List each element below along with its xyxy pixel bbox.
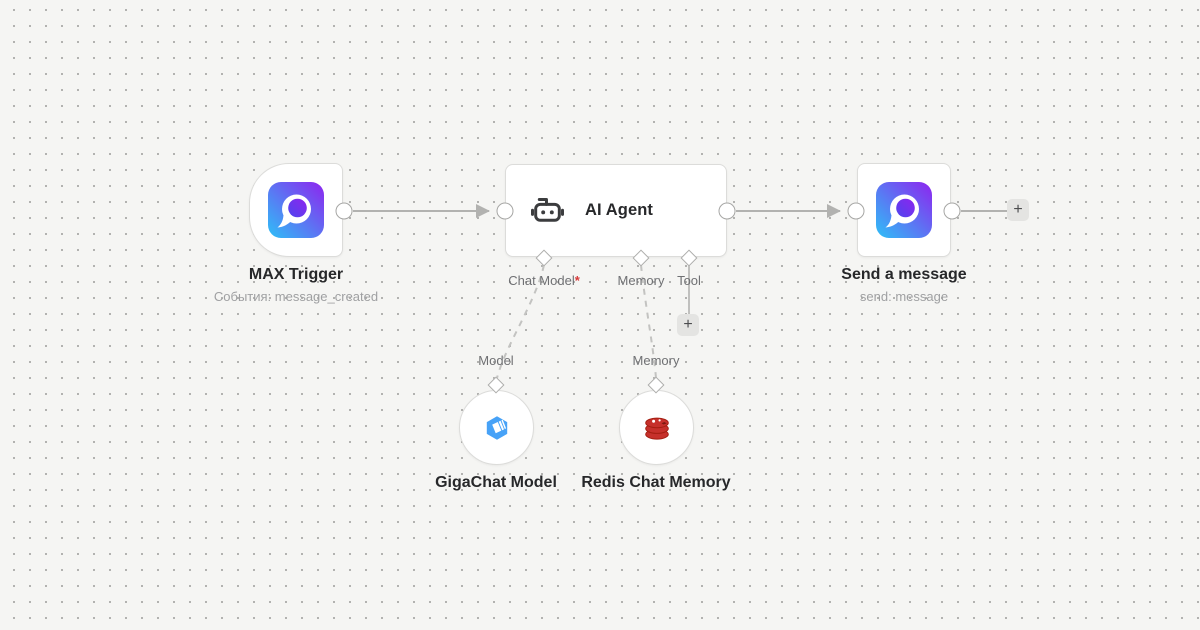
send-message-input-port[interactable] [847, 202, 865, 220]
ai-agent-output-port[interactable] [718, 202, 736, 220]
chat-model-port-label-text: Chat Model [508, 273, 575, 288]
gigachat-model-port-label-text: Model [478, 353, 514, 368]
node-send-message[interactable] [857, 163, 951, 257]
max-trigger-output-port[interactable] [335, 202, 353, 220]
memory-port-label: Memory [618, 273, 665, 288]
max-messenger-icon [876, 182, 932, 238]
max-messenger-icon [268, 182, 324, 238]
node-max-trigger[interactable] [249, 163, 343, 257]
node-redis-chat-memory[interactable] [619, 390, 694, 465]
redis-database-icon [644, 417, 669, 440]
max-trigger-subtitle: События: message_created [213, 289, 379, 304]
send-message-title: Send a message [841, 266, 967, 283]
ai-agent-input-port[interactable] [496, 202, 514, 220]
node-ai-agent[interactable]: AI Agent [505, 164, 727, 257]
redis-memory-title: Redis Chat Memory [581, 474, 731, 491]
add-tool-button[interactable]: + [677, 314, 699, 336]
memory-port-label-text: Memory [617, 273, 665, 288]
tool-port-label-text: Tool [677, 273, 701, 288]
chat-model-required-asterisk: * [574, 273, 580, 288]
ai-agent-title: AI Agent [585, 201, 654, 219]
node-gigachat-model[interactable] [459, 390, 534, 465]
send-message-output-port[interactable] [943, 202, 961, 220]
gigachat-cube-icon [486, 415, 507, 440]
redis-memory-port-label-text: Memory [632, 353, 680, 368]
add-next-node-button[interactable]: + [1007, 199, 1029, 221]
robot-icon [531, 198, 564, 222]
max-trigger-title: MAX Trigger [248, 266, 344, 283]
gigachat-model-title: GigaChat Model [435, 474, 557, 491]
send-message-subtitle: send: message [859, 289, 949, 304]
gigachat-model-port-label: Model [478, 353, 513, 368]
chat-model-port-label: Chat Model* [508, 273, 580, 288]
tool-port-label: Tool [677, 273, 701, 288]
redis-memory-port-label: Memory [633, 353, 680, 368]
